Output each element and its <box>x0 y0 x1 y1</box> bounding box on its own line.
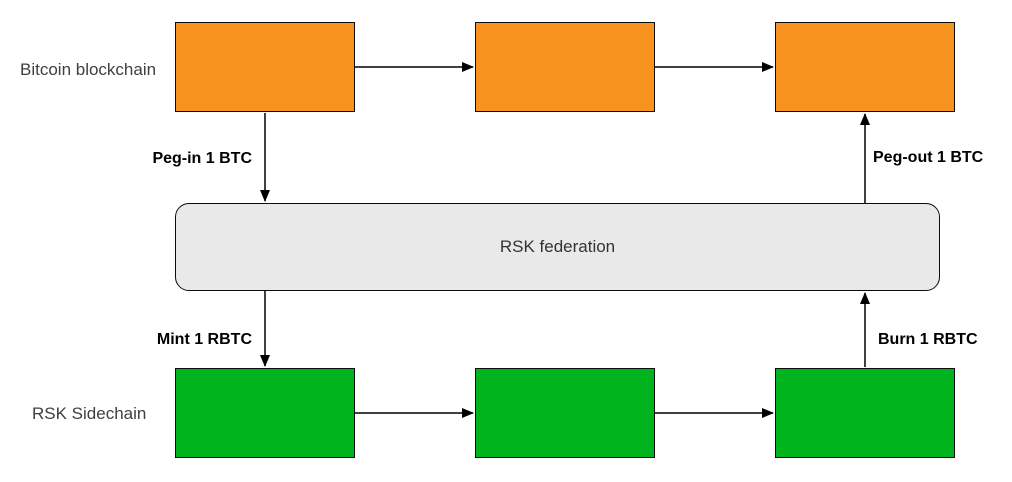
rsk-federation-label: RSK federation <box>499 237 616 256</box>
edge-label-mint: Mint 1 RBTC <box>156 331 252 348</box>
rsk-block-2 <box>475 368 655 458</box>
bitcoin-block-1 <box>175 22 355 112</box>
rsk-block-3 <box>775 368 955 458</box>
rsk-block-1 <box>175 368 355 458</box>
rsk-federation-box: RSK federation <box>175 203 940 291</box>
edge-label-peg-in: Peg-in 1 BTC <box>152 150 252 167</box>
bitcoin-block-3 <box>775 22 955 112</box>
bitcoin-block-2 <box>475 22 655 112</box>
lane-label-rsk-sidechain: RSK Sidechain <box>32 404 147 423</box>
edge-label-burn: Burn 1 RBTC <box>878 331 978 348</box>
edge-label-peg-out: Peg-out 1 BTC <box>873 149 984 166</box>
lane-label-bitcoin-blockchain: Bitcoin blockchain <box>20 60 157 79</box>
